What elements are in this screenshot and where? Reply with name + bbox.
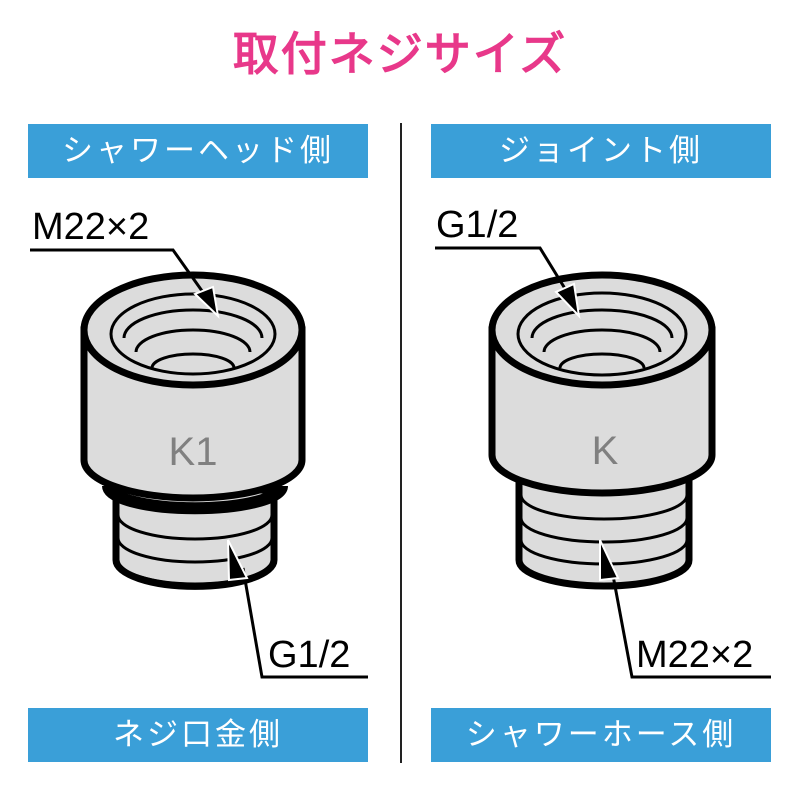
right-top-leader-arrow-icon: [435, 246, 581, 319]
page-title: 取付ネジサイズ: [232, 27, 568, 81]
right-bottom-bar: シャワーホース側: [431, 708, 771, 762]
left-part-code: K1: [169, 430, 218, 474]
left-bottom-thread-label: G1/2: [268, 634, 351, 676]
right-part-code: K: [592, 429, 619, 473]
left-top-leader-arrow-icon: [30, 248, 220, 319]
right-bottom-thread-label: M22×2: [636, 634, 754, 676]
left-top-thread-label: M22×2: [32, 206, 150, 248]
left-bottom-bar: ネジ口金側: [28, 708, 368, 762]
center-divider: [400, 123, 402, 763]
left-top-bar: シャワーヘッド側: [28, 124, 368, 178]
left-bottom-leader-arrow-icon: [227, 539, 368, 679]
right-fitting-icon: [488, 271, 716, 590]
right-top-bar: ジョイント側: [431, 124, 771, 178]
right-bottom-leader-arrow-icon: [599, 539, 771, 679]
right-top-thread-label: G1/2: [436, 204, 519, 246]
